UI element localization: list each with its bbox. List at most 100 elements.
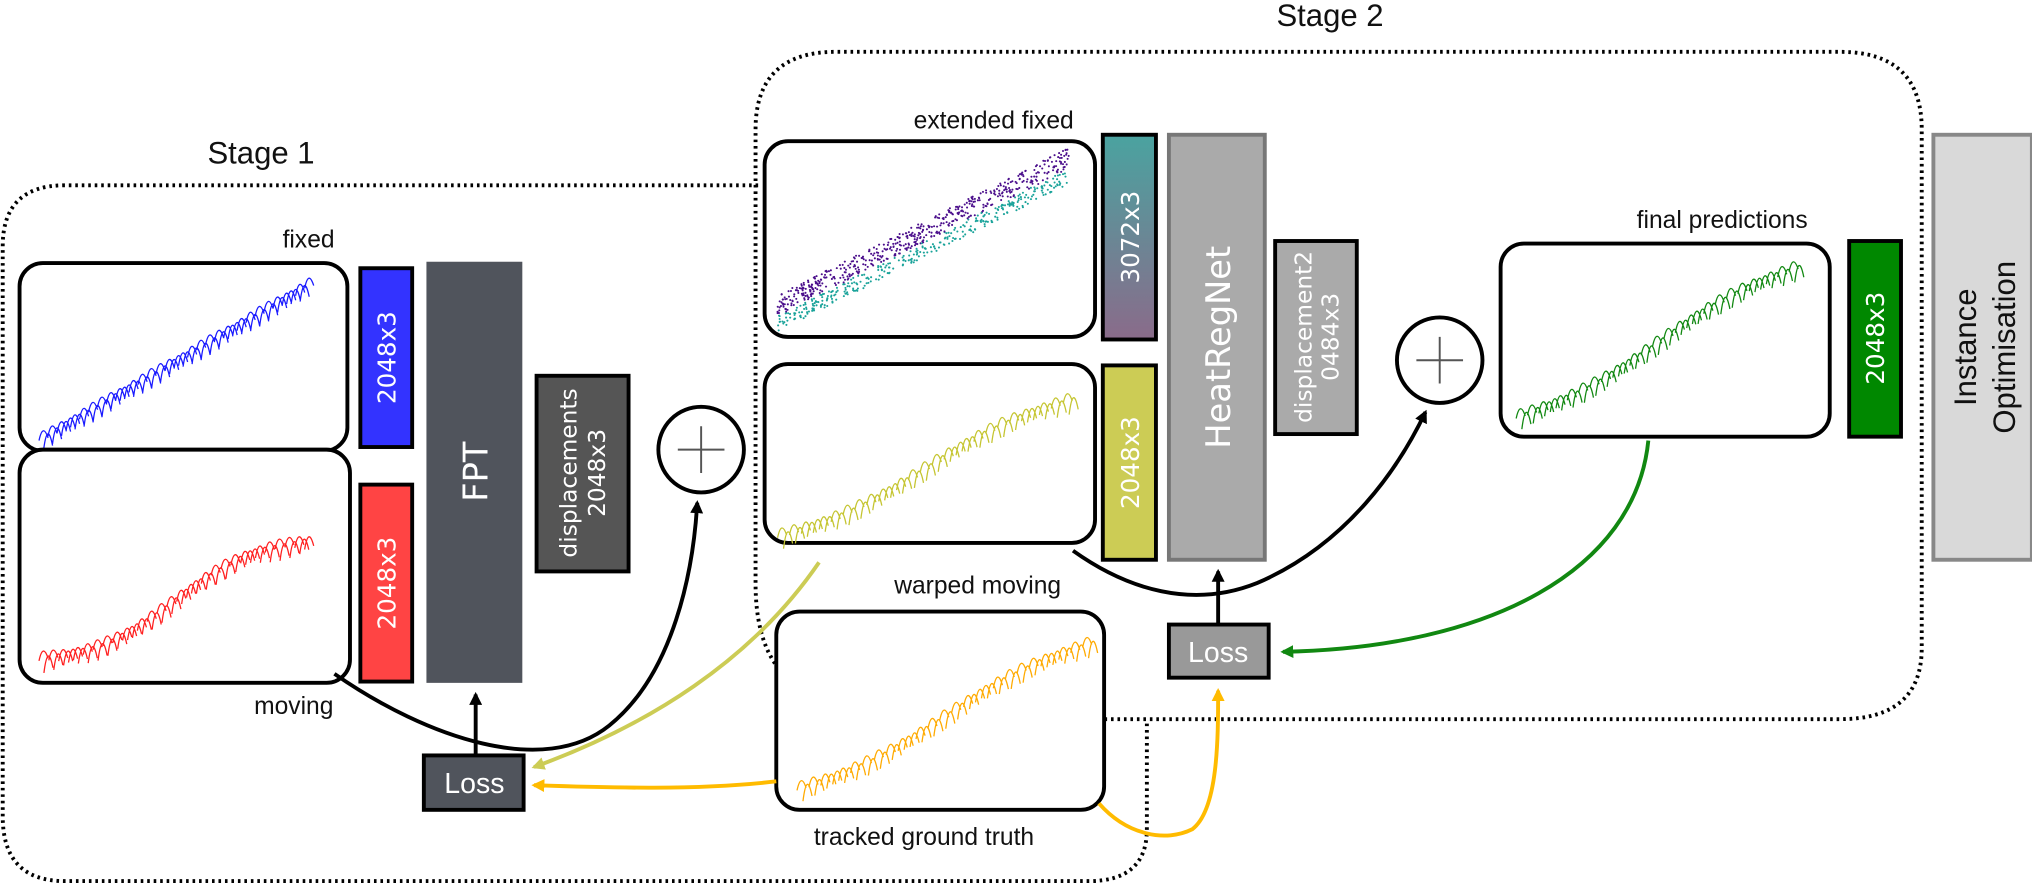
point: [1032, 193, 1035, 196]
point: [885, 264, 888, 267]
point: [908, 254, 911, 257]
point: [1046, 181, 1049, 184]
point: [930, 235, 933, 238]
point: [857, 268, 860, 271]
point: [994, 215, 997, 218]
point: [996, 216, 999, 219]
point: [787, 295, 790, 298]
point: [835, 298, 838, 301]
point: [1038, 165, 1042, 168]
warped-moving-panel: [762, 362, 1097, 549]
point: [909, 250, 912, 253]
point: [823, 304, 826, 307]
point: [974, 228, 977, 231]
point: [1041, 191, 1044, 194]
point: [787, 290, 790, 293]
point: [999, 184, 1002, 187]
point: [854, 267, 857, 270]
point: [826, 304, 829, 308]
point: [865, 282, 868, 285]
point: [989, 197, 992, 200]
point: [938, 217, 941, 220]
point: [850, 260, 853, 263]
point: [898, 252, 901, 255]
point: [1002, 213, 1006, 216]
point: [805, 306, 808, 309]
point: [951, 213, 954, 216]
point: [1059, 182, 1062, 185]
point: [1040, 185, 1044, 188]
point: [800, 292, 803, 295]
point: [962, 235, 965, 238]
point: [810, 295, 813, 298]
final-dims-text: 2048x3: [1861, 292, 1890, 385]
point: [1000, 205, 1003, 208]
point: [1031, 182, 1034, 185]
point: [802, 287, 805, 290]
point: [1004, 187, 1007, 191]
displacement2-box: displacement2 0484x3: [1273, 239, 1359, 437]
point: [1035, 179, 1038, 182]
point: [912, 261, 915, 264]
point: [821, 290, 824, 293]
point: [1035, 164, 1038, 167]
point: [907, 242, 910, 245]
point: [902, 254, 905, 257]
point: [986, 220, 989, 223]
point: [798, 311, 801, 314]
point: [953, 228, 956, 231]
point: [802, 283, 806, 286]
point: [968, 202, 971, 205]
point: [860, 256, 863, 260]
point: [913, 235, 916, 238]
point: [919, 227, 922, 230]
point: [928, 231, 931, 234]
point: [940, 222, 943, 225]
ground-truth-panel: [774, 609, 1107, 812]
point: [835, 286, 838, 289]
point: [976, 214, 979, 217]
point: [969, 214, 972, 217]
displacements-text-1: displacements: [556, 388, 583, 557]
point: [830, 297, 834, 300]
extended-fixed-dims-text: 3072x3: [1116, 191, 1145, 284]
point: [813, 277, 817, 280]
point: [970, 197, 973, 200]
point: [973, 200, 976, 203]
point: [904, 259, 907, 263]
point: [850, 282, 854, 285]
point: [916, 226, 919, 229]
point: [898, 248, 902, 251]
point: [1018, 193, 1021, 196]
point: [897, 259, 900, 262]
point: [790, 302, 793, 305]
point: [836, 289, 839, 292]
point: [901, 264, 904, 267]
point: [975, 217, 978, 220]
point: [852, 256, 856, 259]
point: [812, 307, 815, 310]
point: [812, 309, 816, 312]
loss-label-stage1: Loss: [444, 768, 504, 800]
point: [959, 226, 962, 229]
point: [878, 243, 881, 246]
point: [795, 286, 798, 289]
point: [812, 290, 815, 293]
point: [925, 234, 928, 237]
point: [887, 241, 890, 244]
point: [966, 217, 969, 220]
stage1-outline: [0, 183, 1149, 884]
point: [1035, 172, 1038, 175]
point: [778, 320, 781, 323]
point: [830, 295, 833, 298]
point: [1002, 185, 1005, 188]
point: [882, 263, 885, 266]
point: [1029, 198, 1033, 201]
point: [926, 251, 929, 254]
point: [879, 255, 882, 258]
point: [868, 249, 871, 253]
point: [830, 290, 834, 293]
point: [806, 295, 809, 298]
point-cloud-strokes: [796, 636, 1099, 802]
point: [960, 206, 964, 209]
